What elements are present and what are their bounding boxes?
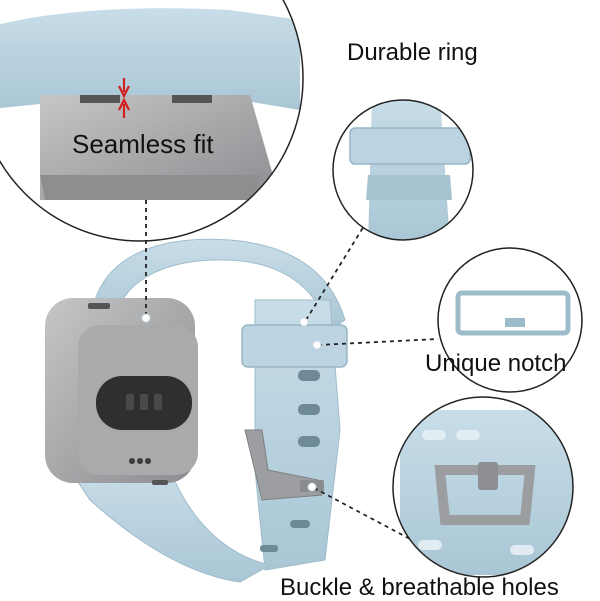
red-double-arrow-icon: [118, 78, 130, 118]
label-unique-notch: Unique notch: [425, 350, 567, 377]
callout-durable-ring: [332, 99, 474, 241]
main-watch-band: [45, 238, 348, 583]
callout-seamless-fit: [0, 0, 304, 242]
label-buckle-holes: Buckle & breathable holes: [280, 574, 559, 601]
label-durable-ring: Durable ring: [347, 39, 478, 66]
callout-unique-notch: [437, 247, 583, 393]
band-holes: [260, 370, 320, 552]
label-seamless-fit: Seamless fit: [72, 129, 214, 159]
keeper-ring: [241, 324, 348, 368]
dashed-leader-line: [145, 200, 439, 541]
callout-buckle: [392, 396, 574, 578]
